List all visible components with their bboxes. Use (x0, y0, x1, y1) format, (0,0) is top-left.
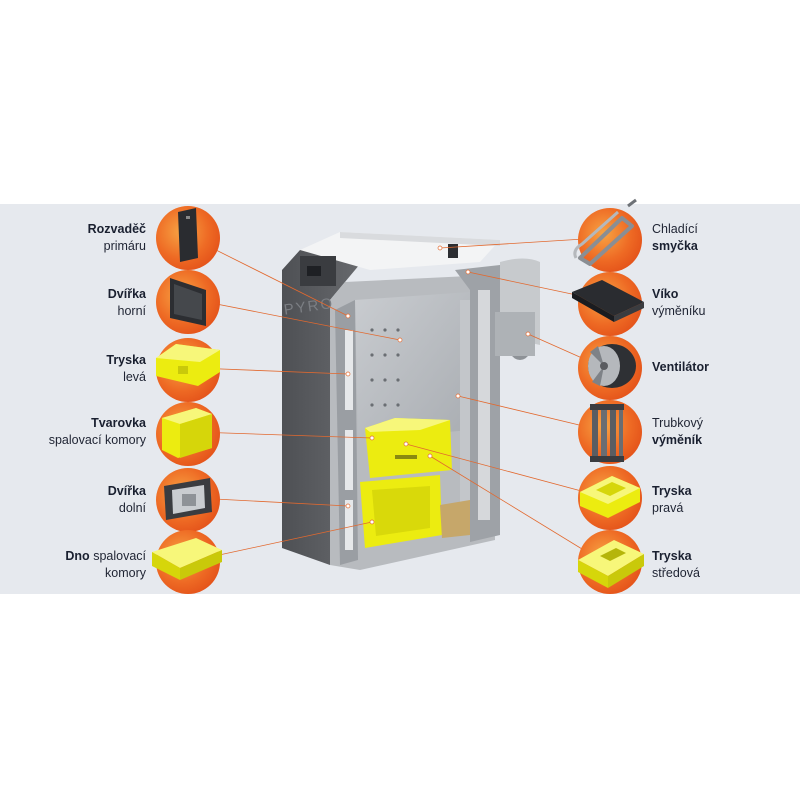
boiler-cutaway: PYRO (282, 232, 540, 570)
label-tvarovka-bold: Tvarovka (91, 416, 146, 430)
label-tryska-stredova-bold: Tryska (652, 549, 692, 563)
label-dvirka-horni-regular: horní (117, 304, 147, 318)
label-dvirka-dolni: Dvířka dolní (6, 483, 146, 517)
label-tryska-leva: Tryska levá (6, 352, 146, 386)
label-trubkovy-vymenik: Trubkový výměník (652, 415, 762, 449)
label-tryska-prava: Tryska pravá (652, 483, 762, 517)
label-ventilator-bold: Ventilátor (652, 360, 709, 374)
label-dno: Dno spalovací komory (6, 548, 146, 582)
left-nozzle-icon (156, 338, 220, 402)
label-rozvadec-regular: primáru (103, 239, 146, 253)
label-viko-regular: výměníku (652, 304, 706, 318)
control-panel-icon (156, 206, 220, 270)
label-tryska-stredova: Tryska středová (652, 548, 762, 582)
right-nozzle-icon (578, 466, 642, 530)
leader-lines (195, 237, 601, 561)
label-tryska-leva-bold: Tryska (106, 353, 146, 367)
leader-dots (345, 245, 531, 525)
label-dno-regular: spalovací (93, 549, 146, 563)
label-dno-bold: Dno (65, 549, 90, 563)
label-dvirka-dolni-bold: Dvířka (107, 484, 146, 498)
label-chladici-bold: smyčka (652, 239, 698, 253)
label-rozvadec-bold: Rozvaděč (87, 222, 146, 236)
fan-icon (578, 336, 642, 400)
label-chladici-smycka: Chladící smyčka (652, 221, 762, 255)
label-ventilator: Ventilátor (652, 359, 762, 376)
label-tryska-prava-bold: Tryska (652, 484, 692, 498)
exchanger-lid-icon (572, 272, 644, 336)
lower-door-icon (156, 468, 220, 532)
label-trubkovy-bold: výměník (652, 433, 703, 447)
label-tryska-leva-regular: levá (123, 370, 146, 384)
label-viko-bold: Víko (652, 287, 679, 301)
label-tvarovka: Tvarovka spalovací komory (2, 415, 146, 449)
chamber-bottom-icon (152, 530, 222, 594)
label-dvirka-dolni-regular: dolní (118, 501, 146, 515)
label-dno-regular-2: komory (105, 566, 146, 580)
label-dvirka-horni: Dvířka horní (6, 286, 146, 320)
upper-door-icon (156, 270, 220, 334)
label-dvirka-horni-bold: Dvířka (107, 287, 146, 301)
chamber-block-icon (156, 402, 220, 466)
label-rozvadec-primaru: Rozvaděč primáru (6, 221, 146, 255)
label-tryska-stredova-regular: středová (652, 566, 700, 580)
tube-exchanger-icon (578, 400, 642, 464)
label-tvarovka-regular: spalovací komory (48, 433, 146, 447)
label-viko-vymeniku: Víko výměníku (652, 286, 762, 320)
cooling-loop-icon (573, 198, 642, 272)
label-trubkovy-regular: Trubkový (652, 416, 703, 430)
label-tryska-prava-regular: pravá (652, 501, 684, 515)
label-chladici-regular: Chladící (652, 222, 698, 236)
brand-mark: PYRO (283, 295, 335, 319)
center-nozzle-icon (578, 530, 644, 594)
